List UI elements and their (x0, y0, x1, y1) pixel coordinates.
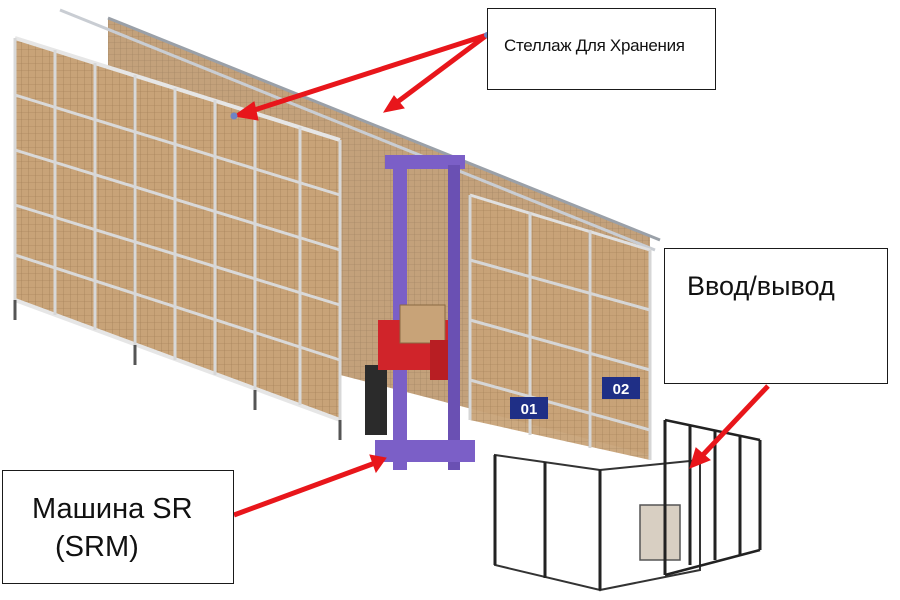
stacker-crane-icon (365, 155, 475, 470)
srm-callout: Машина SR (SRM) (2, 470, 234, 584)
storage-rack-callout: Стеллаж Для Хранения (487, 8, 716, 90)
bay-badge-02: 02 (602, 377, 640, 399)
bay-badge-01-text: 01 (521, 401, 538, 418)
storage-rack-label: Стеллаж Для Хранения (504, 36, 685, 55)
io-station-icon (493, 418, 762, 592)
bay-badge-02-text: 02 (613, 381, 630, 398)
storage-rack-icon (13, 36, 342, 440)
bay-badge-01: 01 (510, 397, 548, 419)
arrow-srm (233, 460, 376, 518)
srm-label-line1: Машина SR (32, 493, 193, 525)
input-output-callout: Ввод/вывод (664, 248, 888, 384)
arrow-io (698, 384, 770, 460)
callout-arrows (230, 32, 770, 518)
arrow-storage-1 (247, 32, 488, 115)
input-output-label: Ввод/вывод (687, 271, 835, 301)
srm-label-line2: (SRM) (55, 531, 139, 563)
arrow-storage-2 (390, 32, 489, 109)
